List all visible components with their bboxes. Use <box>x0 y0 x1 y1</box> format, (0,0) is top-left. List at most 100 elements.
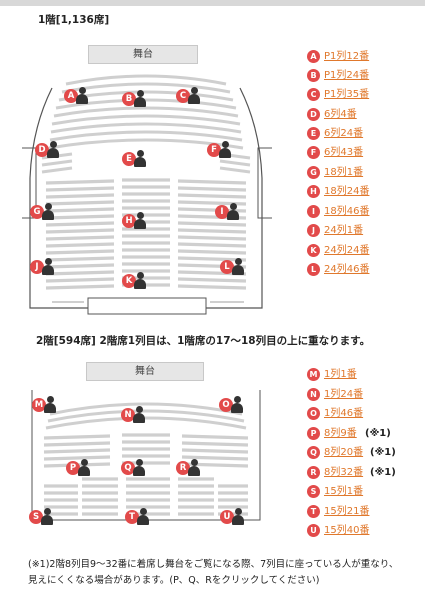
legend-badge: N <box>307 388 320 401</box>
legend-note: (※1) <box>365 428 391 439</box>
legend-link[interactable]: 6列4番 <box>324 109 357 120</box>
legend-link[interactable]: P1列35番 <box>324 89 370 100</box>
seat-badge[interactable]: T <box>125 510 139 524</box>
legend-badge: F <box>307 146 320 159</box>
person-icon <box>232 508 244 526</box>
legend-badge: J <box>307 224 320 237</box>
legend-badge: E <box>307 127 320 140</box>
seat-badge[interactable]: N <box>121 408 135 422</box>
legend-link[interactable]: 8列20番 <box>324 447 364 458</box>
legend-link[interactable]: 8列32番 <box>324 467 364 478</box>
seat-marker-j[interactable]: J <box>30 258 56 276</box>
footnote-line1: (※1)2階8列目9～32番に着席し舞台をご覧になる際、7列目に座っている人が重… <box>28 559 399 570</box>
legend-link[interactable]: 24列46番 <box>324 264 370 275</box>
seat-marker-s[interactable]: S <box>29 508 55 526</box>
legend-badge: B <box>307 69 320 82</box>
person-icon <box>232 258 244 276</box>
seat-marker-p[interactable]: P <box>66 459 92 477</box>
seat-badge[interactable]: U <box>220 510 234 524</box>
person-icon <box>134 150 146 168</box>
legend-badge: D <box>307 108 320 121</box>
legend-badge: U <box>307 524 320 537</box>
legend-link[interactable]: 8列9番 <box>324 428 357 439</box>
seat-badge[interactable]: O <box>219 398 233 412</box>
person-icon <box>44 396 56 414</box>
legend-badge: A <box>307 50 320 63</box>
seat-marker-u[interactable]: U <box>220 508 246 526</box>
seat-marker-a[interactable]: A <box>64 87 90 105</box>
legend-link[interactable]: P1列24番 <box>324 70 370 81</box>
person-icon <box>227 203 239 221</box>
legend-note: (※1) <box>370 447 396 458</box>
seat-marker-o[interactable]: O <box>219 396 245 414</box>
seat-badge[interactable]: D <box>35 143 49 157</box>
seat-marker-m[interactable]: M <box>32 396 58 414</box>
person-icon <box>41 508 53 526</box>
seat-badge[interactable]: J <box>30 260 44 274</box>
seat-badge[interactable]: Q <box>121 461 135 475</box>
person-icon <box>134 90 146 108</box>
seat-marker-f[interactable]: F <box>207 141 233 159</box>
seat-badge[interactable]: A <box>64 89 78 103</box>
seat-badge[interactable]: P <box>66 461 80 475</box>
legend-link[interactable]: 24列24番 <box>324 245 370 256</box>
floor2-title: 2階[594席] 2階席1列目は、1階席の17～18列目の上に重なります。 <box>36 335 371 347</box>
person-icon <box>76 87 88 105</box>
legend-link[interactable]: 1列24番 <box>324 389 364 400</box>
person-icon <box>137 508 149 526</box>
person-icon <box>134 272 146 290</box>
legend-badge: O <box>307 407 320 420</box>
legend-link[interactable]: 24列1番 <box>324 225 364 236</box>
seat-badge[interactable]: I <box>215 205 229 219</box>
legend-link[interactable]: 1列1番 <box>324 369 357 380</box>
seat-badge[interactable]: E <box>122 152 136 166</box>
legend-badge: P <box>307 427 320 440</box>
person-icon <box>219 141 231 159</box>
legend-link[interactable]: 1列46番 <box>324 408 364 419</box>
seat-badge[interactable]: H <box>122 214 136 228</box>
seat-marker-n[interactable]: N <box>121 406 147 424</box>
legend-badge: T <box>307 505 320 518</box>
legend-badge: I <box>307 205 320 218</box>
seat-marker-c[interactable]: C <box>176 87 202 105</box>
seat-marker-e[interactable]: E <box>122 150 148 168</box>
legend-link[interactable]: 6列24番 <box>324 128 364 139</box>
seat-marker-d[interactable]: D <box>35 141 61 159</box>
seat-badge[interactable]: R <box>176 461 190 475</box>
legend-badge: K <box>307 244 320 257</box>
legend-badge: Q <box>307 446 320 459</box>
person-icon <box>133 406 145 424</box>
seat-badge[interactable]: G <box>30 205 44 219</box>
seat-marker-t[interactable]: T <box>125 508 151 526</box>
seat-badge[interactable]: M <box>32 398 46 412</box>
seat-marker-r[interactable]: R <box>176 459 202 477</box>
legend-badge: L <box>307 263 320 276</box>
person-icon <box>78 459 90 477</box>
seat-badge[interactable]: S <box>29 510 43 524</box>
legend-link[interactable]: 6列43番 <box>324 147 364 158</box>
legend-badge: H <box>307 185 320 198</box>
seat-marker-q[interactable]: Q <box>121 459 147 477</box>
seat-badge[interactable]: F <box>207 143 221 157</box>
seat-badge[interactable]: L <box>220 260 234 274</box>
seat-badge[interactable]: K <box>122 274 136 288</box>
seat-badge[interactable]: B <box>122 92 136 106</box>
seat-marker-l[interactable]: L <box>220 258 246 276</box>
person-icon <box>47 141 59 159</box>
person-icon <box>42 203 54 221</box>
seat-marker-b[interactable]: B <box>122 90 148 108</box>
legend-link[interactable]: 15列1番 <box>324 486 364 497</box>
seat-marker-i[interactable]: I <box>215 203 241 221</box>
legend-link[interactable]: 18列24番 <box>324 186 370 197</box>
seat-marker-g[interactable]: G <box>30 203 56 221</box>
legend-link[interactable]: 18列46番 <box>324 206 370 217</box>
seat-badge[interactable]: C <box>176 89 190 103</box>
legend-link[interactable]: 18列1番 <box>324 167 364 178</box>
person-icon <box>188 459 200 477</box>
legend-link[interactable]: 15列21番 <box>324 506 370 517</box>
legend-link[interactable]: P1列12番 <box>324 51 370 62</box>
footnote-line2: 見えにくくなる場合があります。(P、Q、Rをクリックしてください) <box>28 575 320 586</box>
seat-marker-h[interactable]: H <box>122 212 148 230</box>
seat-marker-k[interactable]: K <box>122 272 148 290</box>
legend-link[interactable]: 15列40番 <box>324 525 370 536</box>
